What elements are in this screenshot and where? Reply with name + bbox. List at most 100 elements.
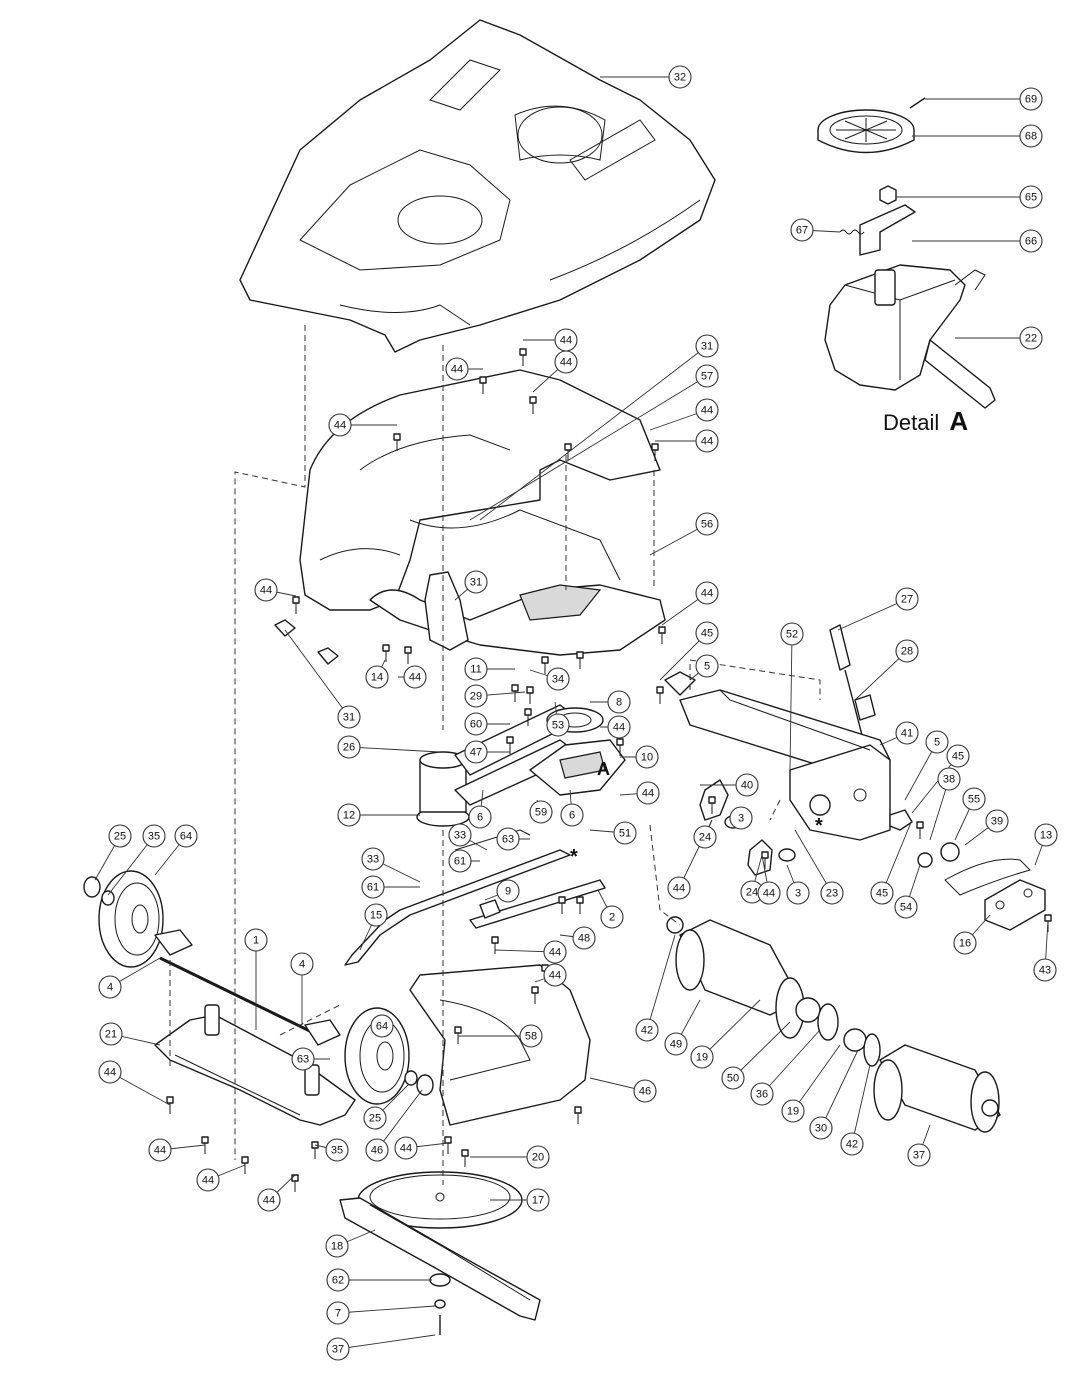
part-57-56-chute-housing (299, 369, 666, 656)
callout-circle (895, 587, 919, 611)
callout-44: 44 (667, 876, 691, 900)
bolt-head (393, 433, 401, 441)
callout-55: 55 (962, 787, 986, 811)
callout-circle (667, 876, 691, 900)
callout-circle (729, 806, 753, 830)
callout-63: 63 (496, 827, 520, 851)
callout-circle (695, 512, 719, 536)
callout-number: 44 (409, 672, 421, 684)
callout-number: 44 (263, 1195, 275, 1207)
bolt-head (519, 348, 527, 356)
callout-number: 5 (934, 737, 940, 749)
callout-10: 10 (635, 745, 659, 769)
callout-62: 62 (326, 1268, 350, 1292)
callout-number: 43 (1039, 965, 1051, 977)
callout-number: 34 (552, 674, 564, 686)
callout-circle (693, 825, 717, 849)
callout-circle (695, 581, 719, 605)
callout-circle (291, 1047, 315, 1071)
callout-circle (757, 881, 781, 905)
bolt-head (616, 738, 624, 746)
callout-number: 1 (253, 935, 259, 947)
callout-number: 6 (569, 810, 575, 822)
callout-circle (790, 218, 814, 242)
callout-number: 25 (114, 831, 126, 843)
callout-number: 8 (616, 697, 622, 709)
callout-circle (174, 824, 198, 848)
callout-circle (326, 1268, 350, 1292)
bolt-head (651, 443, 659, 451)
callout-23: 23 (820, 881, 844, 905)
callout-number: 57 (701, 371, 713, 383)
callout-24: 24 (693, 825, 717, 849)
callout-52: 52 (780, 622, 804, 646)
callout-circle (364, 903, 388, 927)
callout-44: 44 (554, 328, 578, 352)
callout-circle (526, 1188, 550, 1212)
callout-44: 44 (196, 1168, 220, 1192)
callout-number: 15 (370, 910, 382, 922)
callout-41: 41 (895, 721, 919, 745)
callout-67: 67 (790, 218, 814, 242)
callout-circle (735, 773, 759, 797)
callout-circle (326, 1337, 350, 1361)
callout-circle (937, 767, 961, 791)
part-41-rear-housing (664, 624, 891, 841)
callout-number: 9 (505, 886, 511, 898)
callout-number: 53 (552, 720, 564, 732)
callout-circle (895, 639, 919, 663)
assembly-dashed-lines (169, 325, 821, 1185)
callout-circle (1019, 185, 1043, 209)
callout-number: 46 (639, 1086, 651, 1098)
callout-circle (394, 1136, 418, 1160)
callout-25: 25 (108, 824, 132, 848)
callout-circle (363, 1106, 387, 1130)
callout-19: 19 (781, 1099, 805, 1123)
callout-circle (690, 1045, 714, 1069)
bolt-head (658, 626, 666, 634)
callout-7: 7 (326, 1301, 350, 1325)
callout-circle (925, 730, 949, 754)
bolt-head (531, 986, 539, 994)
callout-number: 20 (532, 1152, 544, 1164)
callout-4: 4 (290, 952, 314, 976)
callout-34: 34 (546, 667, 570, 691)
callout-42: 42 (840, 1132, 864, 1156)
callout-45: 45 (870, 881, 894, 905)
callout-number: 30 (815, 1123, 827, 1135)
leader-line-7 (337, 1305, 436, 1314)
callout-number: 55 (968, 794, 980, 806)
callout-circle (99, 1022, 123, 1046)
callout-44: 44 (607, 715, 631, 739)
part-20-disc (357, 1171, 523, 1229)
callout-circle (464, 684, 488, 708)
callout-56: 56 (695, 512, 719, 536)
bolt-head (511, 684, 519, 692)
leader-line-36 (761, 1029, 821, 1095)
callout-circle (370, 1014, 394, 1038)
callout-33: 33 (448, 823, 472, 847)
callout-42: 42 (635, 1018, 659, 1042)
callout-circle (328, 413, 352, 437)
callout-number: 7 (335, 1308, 341, 1320)
callout-circle (572, 926, 596, 950)
callout-53: 53 (546, 713, 570, 737)
callout-circle (464, 657, 488, 681)
callout-19: 19 (690, 1045, 714, 1069)
callout-number: 27 (901, 594, 913, 606)
callout-circle (780, 622, 804, 646)
callout-circle (1019, 124, 1043, 148)
callout-circle (1019, 229, 1043, 253)
callout-number: 44 (260, 585, 272, 597)
leader-line-57 (469, 375, 708, 521)
callout-63: 63 (291, 1047, 315, 1071)
callout-circle (962, 787, 986, 811)
part-64-wheels (83, 870, 434, 1105)
callout-number: 10 (641, 752, 653, 764)
callout-circle (464, 712, 488, 736)
callout-circle (1019, 87, 1043, 111)
callout-number: 16 (959, 938, 971, 950)
callout-35: 35 (325, 1138, 349, 1162)
callout-44: 44 (543, 940, 567, 964)
part-21-front-skirt (154, 1004, 356, 1126)
